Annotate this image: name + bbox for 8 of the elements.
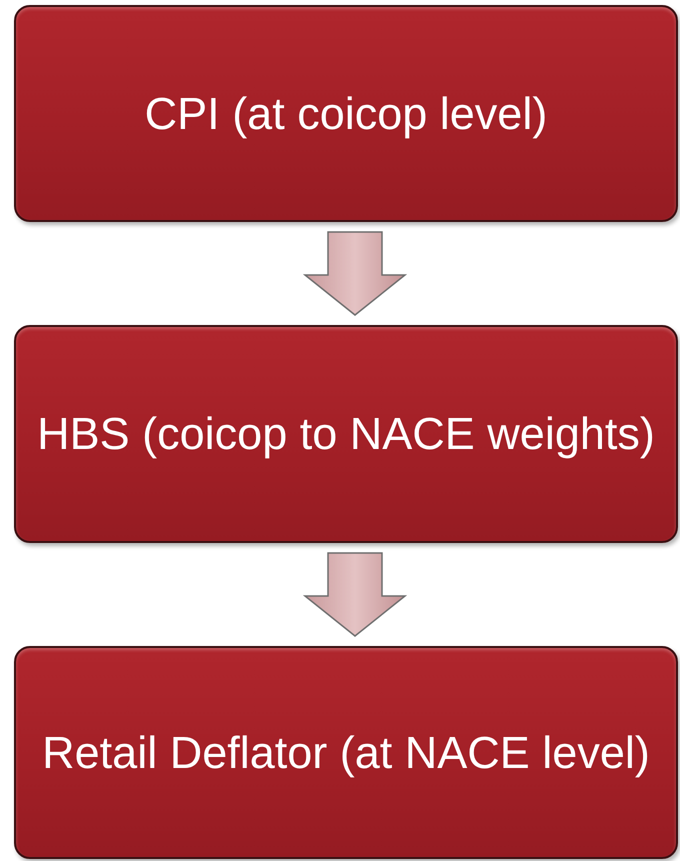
block-arrow [302,231,408,316]
box-label: Retail Deflator (at NACE level) [41,726,651,778]
box-label: CPI (at coicop level) [144,88,548,140]
process-box [14,325,678,543]
box-label: HBS (coicop to NACE weights) [36,408,656,460]
process-box [14,5,678,222]
block-arrow [302,552,408,637]
process-box [14,646,678,859]
